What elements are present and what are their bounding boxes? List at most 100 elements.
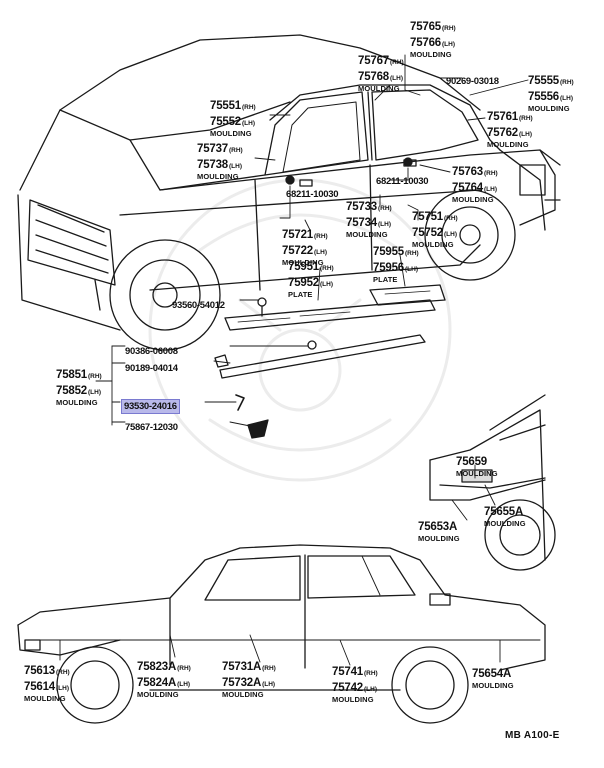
part-name: MOULDING	[222, 690, 264, 699]
part-number: 75731A	[222, 661, 262, 673]
part-number: 75752	[412, 227, 443, 239]
label-75555: 75555(RH)75556(LH)MOULDING	[528, 72, 574, 113]
scuff-plates	[224, 284, 446, 331]
part-number: 75734	[346, 217, 377, 229]
side-suffix: (LH)	[363, 686, 377, 693]
side-suffix: (LH)	[87, 389, 101, 396]
part-name: MOULDING	[410, 50, 452, 59]
side-suffix: (RH)	[559, 79, 574, 86]
part-number: 90386-06008	[125, 346, 178, 357]
part-number: 75867-12030	[125, 422, 178, 433]
part-number: 90189-04014	[125, 363, 178, 374]
part-number-line: 75867-12030	[125, 418, 178, 434]
side-suffix: (RH)	[262, 665, 276, 672]
car-side-view	[17, 544, 546, 724]
part-name: MOULDING	[282, 258, 324, 267]
part-number: 75552	[210, 116, 241, 128]
part-number-line: 75655A	[484, 503, 526, 519]
part-number-line: 90269-03018	[446, 72, 499, 88]
part-number: 75762	[487, 127, 518, 139]
side-suffix: (LH)	[559, 95, 573, 102]
part-number-line: 75722(LH)	[282, 242, 328, 258]
part-name: MOULDING	[210, 129, 252, 138]
part-name: MOULDING	[456, 469, 498, 478]
part-number-line: 75764(LH)	[452, 179, 498, 195]
part-number-line: 75555(RH)	[528, 72, 574, 88]
part-number: 75653A	[418, 521, 458, 533]
part-number: 75751	[412, 211, 443, 223]
part-number-line: 75654A	[472, 665, 514, 681]
part-number-line: 75737(RH)	[197, 140, 243, 156]
part-number: 75823A	[137, 661, 177, 673]
side-suffix: (LH)	[518, 131, 532, 138]
part-number: 75767	[358, 55, 389, 67]
part-name: MOULDING	[56, 398, 98, 407]
part-number: 75721	[282, 229, 313, 241]
side-suffix: (LH)	[55, 685, 69, 692]
part-name: PLATE	[373, 275, 398, 284]
side-suffix: (LH)	[262, 681, 276, 688]
part-number: 75765	[410, 21, 441, 33]
side-suffix: (LH)	[177, 681, 191, 688]
label-75613: 75613(RH)75614(LH)MOULDING	[24, 662, 70, 703]
part-number-line: 75551(RH)	[210, 97, 256, 113]
part-number-line: 75951(RH)	[288, 258, 334, 274]
part-number: 75654A	[472, 668, 512, 680]
part-number-line: 75761(RH)	[487, 108, 533, 124]
part-number-line: 75768(LH)	[358, 68, 404, 84]
part-number-line: 75955(RH)	[373, 243, 419, 259]
part-name: MOULDING	[197, 172, 239, 181]
part-number: 75851	[56, 369, 87, 381]
part-number: 75551	[210, 100, 241, 112]
side-suffix: (RH)	[518, 115, 533, 122]
part-number: 75659	[456, 456, 487, 468]
part-number: 75955	[373, 246, 404, 258]
watermark-emblem	[148, 178, 452, 482]
part-number: 90269-03018	[446, 76, 499, 87]
label-75867: 75867-12030	[125, 418, 178, 434]
label-75851: 75851(RH)75852(LH)MOULDING	[56, 366, 102, 407]
part-number-line: 75851(RH)	[56, 366, 102, 382]
part-number-line: 75552(LH)	[210, 113, 256, 129]
part-number: 75732A	[222, 677, 262, 689]
part-name: MOULDING	[412, 240, 454, 249]
part-number-line: 75751(RH)	[412, 208, 458, 224]
label-90189: 90189-04014	[125, 359, 178, 375]
side-suffix: (RH)	[443, 215, 458, 222]
side-suffix: (RH)	[177, 665, 191, 672]
part-number-line: 75659	[456, 453, 498, 469]
part-number: 75852	[56, 385, 87, 397]
part-number-line: 75738(LH)	[197, 156, 243, 172]
part-number-line: 93530-24016	[121, 397, 180, 414]
part-number-line: 75752(LH)	[412, 224, 458, 240]
part-number-line: 75556(LH)	[528, 88, 574, 104]
part-number-line: 75852(LH)	[56, 382, 102, 398]
part-number: 75956	[373, 262, 404, 274]
part-number: 68211-10030	[376, 176, 429, 187]
part-number: 75741	[332, 666, 363, 678]
side-suffix: (RH)	[313, 233, 328, 240]
part-number: 75951	[288, 261, 319, 273]
part-number: 75737	[197, 143, 228, 155]
part-number: 75952	[288, 277, 319, 289]
part-number-line: 75762(LH)	[487, 124, 533, 140]
part-name: MOULDING	[137, 690, 179, 699]
part-number-line: 75614(LH)	[24, 678, 70, 694]
part-name: MOULDING	[358, 84, 400, 93]
part-number-line: 75731A(RH)	[222, 658, 276, 674]
part-number: 75613	[24, 665, 55, 677]
part-number: 75733	[346, 201, 377, 213]
part-number-line: 75613(RH)	[24, 662, 70, 678]
side-suffix: (RH)	[377, 205, 392, 212]
side-suffix: (LH)	[441, 41, 455, 48]
side-suffix: (LH)	[313, 249, 327, 256]
part-name: MOULDING	[487, 140, 529, 149]
part-number-line: 75767(RH)	[358, 52, 404, 68]
part-number: 75763	[452, 166, 483, 178]
rocker-moulding-parts	[214, 297, 426, 439]
part-number-line: 90386-06008	[125, 342, 178, 358]
